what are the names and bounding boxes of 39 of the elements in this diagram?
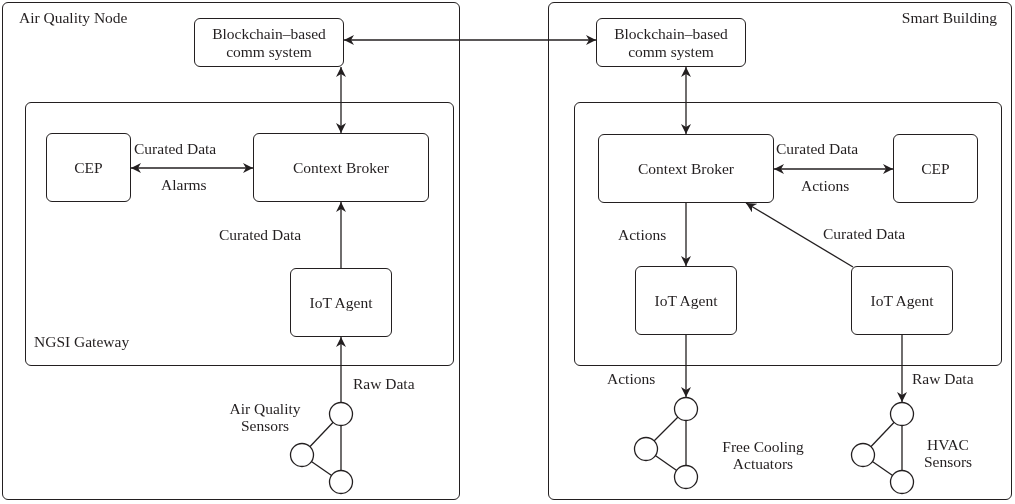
arrow <box>336 336 346 403</box>
box-label: Blockchain–based comm system <box>211 24 327 61</box>
sensor-group-label: HVAC Sensors <box>922 436 974 471</box>
box-label: CEP <box>74 158 103 177</box>
sensor-group-label: Air Quality Sensors <box>228 400 302 435</box>
process-box <box>46 133 131 202</box>
arrow <box>773 164 894 174</box>
box-label: IoT Agent <box>870 291 934 310</box>
process-box <box>851 266 953 335</box>
process-box <box>290 268 392 337</box>
box-label: IoT Agent <box>309 293 373 312</box>
panel-title: Smart Building <box>901 9 997 27</box>
process-box <box>635 266 737 335</box>
box-label: Context Broker <box>293 158 389 177</box>
gateway-panel <box>574 102 1002 366</box>
node-panel <box>2 2 460 500</box>
panel-title: Air Quality Node <box>19 9 128 27</box>
arrow <box>897 334 907 403</box>
gateway-panel <box>25 102 454 366</box>
arrow <box>681 66 691 135</box>
process-box <box>253 133 429 202</box>
box-label: Blockchain–based comm system <box>613 24 729 61</box>
arrow <box>681 202 691 267</box>
arrow <box>336 201 346 269</box>
arrow <box>336 66 346 134</box>
process-box <box>598 134 774 203</box>
process-box <box>194 18 344 67</box>
process-box <box>893 134 978 203</box>
process-box <box>596 18 746 67</box>
box-label: IoT Agent <box>654 291 718 310</box>
arrow <box>343 35 597 45</box>
arrow <box>130 163 254 173</box>
arrow <box>681 334 691 398</box>
node-panel <box>548 2 1012 500</box>
arrow <box>745 202 854 268</box>
sensor-group-label: Free Cooling Actuators <box>721 438 805 473</box>
box-label: Context Broker <box>638 159 734 178</box>
box-label: CEP <box>921 159 950 178</box>
panel-title: NGSI Gateway <box>34 333 130 351</box>
